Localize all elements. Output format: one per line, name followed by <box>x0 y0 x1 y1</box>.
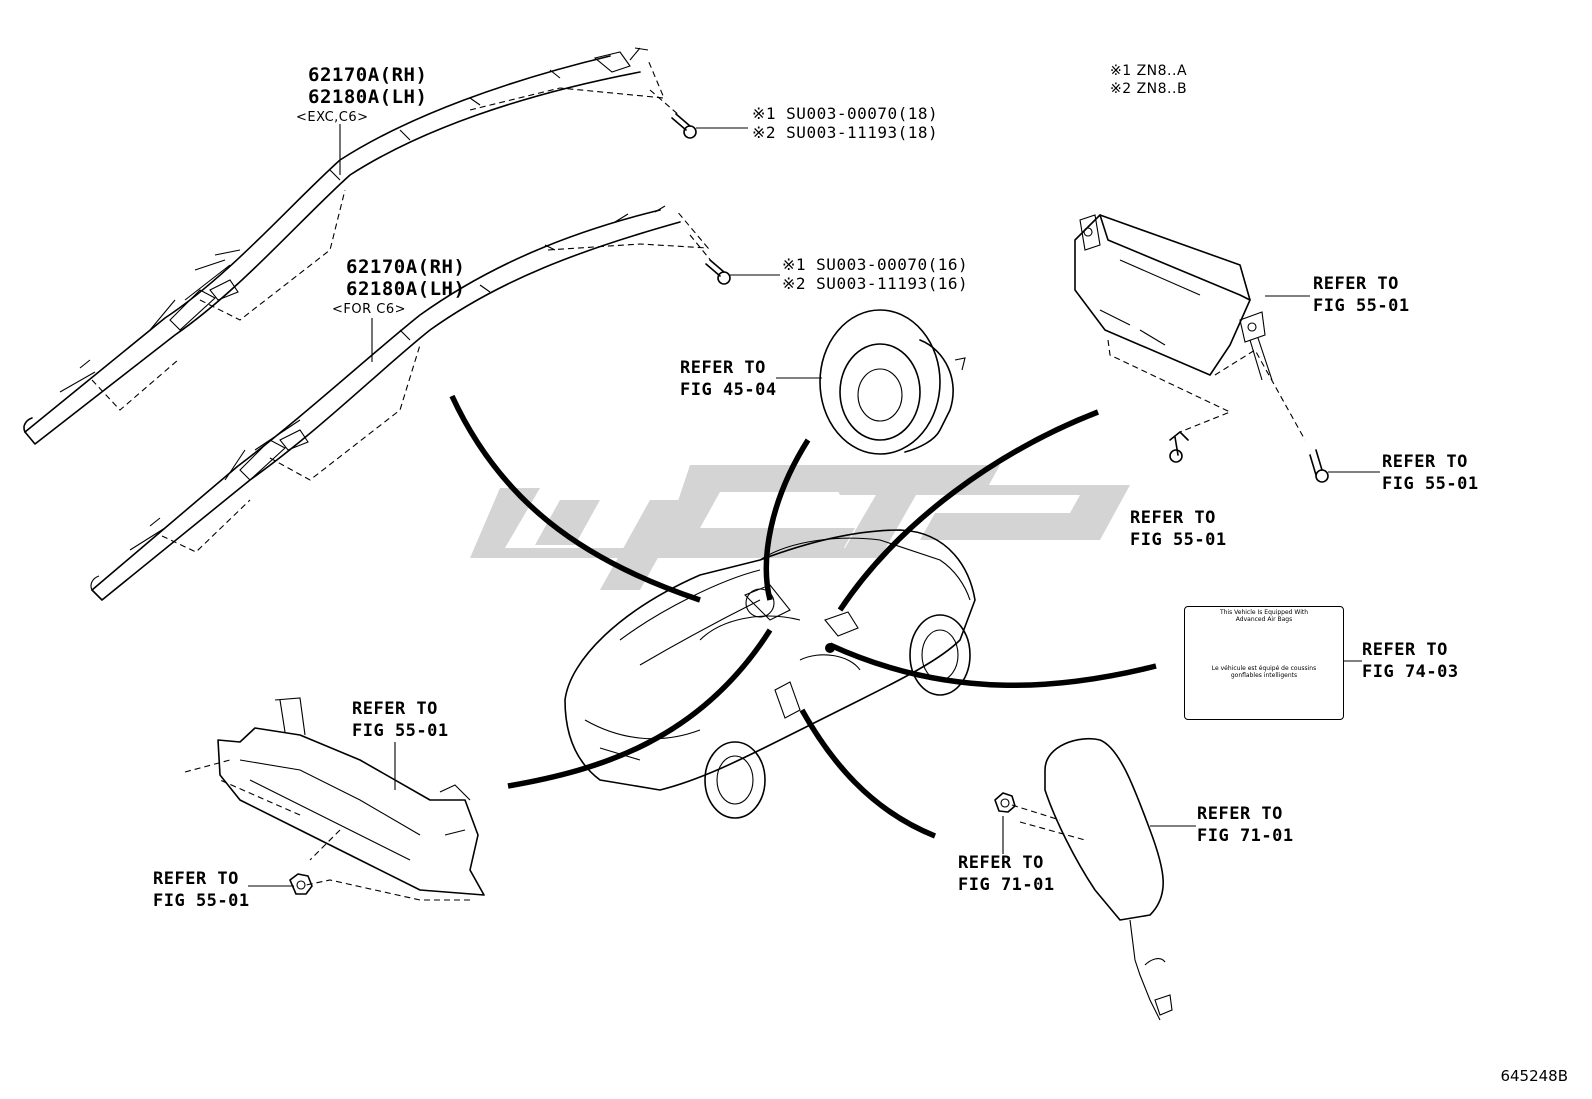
curtain-bottom-condition: <FOR C6> <box>332 302 407 317</box>
refer-pass-bolt-r-line1: REFER TO <box>1382 452 1468 472</box>
screw-bottom-code-2: ※2 SU003-11193(16) <box>782 274 969 293</box>
screw-bottom <box>689 234 780 285</box>
curtain-airbag-top <box>23 47 665 445</box>
refer-knee-nut-line2: FIG 55-01 <box>153 891 250 911</box>
side-nut <box>994 792 1016 813</box>
warning-text-3: Le véhicule est équipé de coussins <box>1211 665 1317 672</box>
refer-pass-bolt-r-line2: FIG 55-01 <box>1382 474 1479 494</box>
airbag-warning-label: This Vehicle Is Equipped With Advanced A… <box>1184 606 1344 720</box>
passenger-airbag-module <box>1074 214 1310 441</box>
refer-knee-nut-line1: REFER TO <box>153 869 239 889</box>
refer-passenger-line1: REFER TO <box>1313 274 1399 294</box>
refer-pass-bolt-l-line2: FIG 55-01 <box>1130 530 1227 550</box>
knee-airbag <box>184 697 485 901</box>
knee-nut <box>289 873 313 895</box>
refer-side-nut-line1: REFER TO <box>958 853 1044 873</box>
screw-top <box>649 89 748 139</box>
legend-zn8a: ※1 ZN8..A <box>1110 63 1188 79</box>
warning-text-2: Advanced Air Bags <box>1235 616 1293 623</box>
curtain-bottom-part-rh: 62170A(RH) <box>346 256 466 278</box>
refer-side-nut-line2: FIG 71-01 <box>958 875 1055 895</box>
warning-text-1: This Vehicle Is Equipped With <box>1219 609 1309 616</box>
refer-side-line1: REFER TO <box>1197 804 1283 824</box>
refer-pass-bolt-l-line1: REFER TO <box>1130 508 1216 528</box>
refer-steering-line1: REFER TO <box>680 358 766 378</box>
refer-label-line1: REFER TO <box>1362 640 1448 660</box>
curtain-top-part-rh: 62170A(RH) <box>308 64 428 86</box>
figure-number: 645248B <box>1500 1067 1568 1085</box>
curtain-top-condition: <EXC,C6> <box>296 110 369 125</box>
warning-text-4: gonflables intelligents <box>1230 672 1298 679</box>
screw-top-code-2: ※2 SU003-11193(18) <box>752 123 939 142</box>
refer-label-line2: FIG 74-03 <box>1362 662 1459 682</box>
passenger-bolt-left <box>1169 431 1189 463</box>
refer-knee-line2: FIG 55-01 <box>352 721 449 741</box>
leader-arcs <box>449 394 1157 839</box>
refer-side-line2: FIG 71-01 <box>1197 826 1294 846</box>
screw-top-code-1: ※1 SU003-00070(18) <box>752 104 939 123</box>
side-airbag <box>1002 738 1196 1021</box>
refer-knee-line1: REFER TO <box>352 699 438 719</box>
refer-steering-line2: FIG 45-04 <box>680 380 777 400</box>
screw-bottom-code-1: ※1 SU003-00070(16) <box>782 255 969 274</box>
steering-airbag <box>776 309 966 455</box>
curtain-airbag-bottom <box>90 205 710 601</box>
refer-passenger-line2: FIG 55-01 <box>1313 296 1410 316</box>
vehicle-body <box>564 529 976 819</box>
legend-zn8b: ※2 ZN8..B <box>1110 81 1188 97</box>
watermark-logo <box>470 465 1130 590</box>
passenger-bolt-right <box>1309 449 1380 483</box>
curtain-bottom-part-lh: 62180A(LH) <box>346 278 466 300</box>
curtain-top-part-lh: 62180A(LH) <box>308 86 428 108</box>
